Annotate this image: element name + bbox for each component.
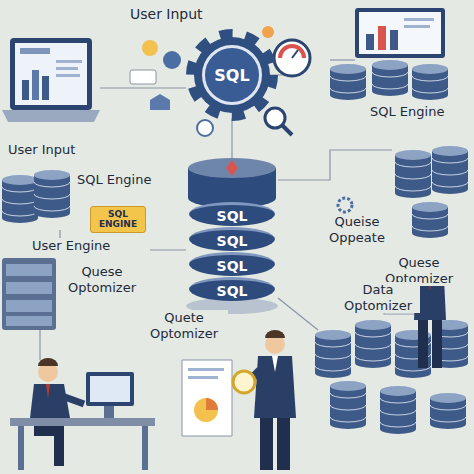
database-disc: SQL [189, 252, 275, 276]
caption-label: User Input [6, 142, 77, 158]
caption-label: Quete Optomizer [140, 310, 228, 341]
database-disc: SQL [189, 277, 275, 301]
node-text: SQL [214, 66, 249, 85]
node-text: SQL [217, 208, 248, 224]
node-text: SQL [217, 283, 248, 299]
caption-label: User Input [128, 6, 205, 23]
node-text: SQL ENGINE [95, 209, 141, 230]
database-disc: SQL [189, 227, 275, 251]
database-disc: SQL [189, 202, 275, 226]
caption-label: SQL Engine [75, 172, 153, 188]
caption-label: Data Optomizer [336, 282, 420, 313]
engine-badge: SQL ENGINE [90, 206, 146, 233]
caption-label: User Engine [30, 238, 112, 254]
node-text: SQL [217, 258, 248, 274]
gear-hub: SQL [202, 45, 262, 105]
caption-label: Queise Oppeate [322, 214, 392, 245]
caption-label: SQL Engine [368, 104, 446, 120]
caption-label: Quese Optomizer [60, 264, 144, 295]
node-text: SQL [217, 233, 248, 249]
